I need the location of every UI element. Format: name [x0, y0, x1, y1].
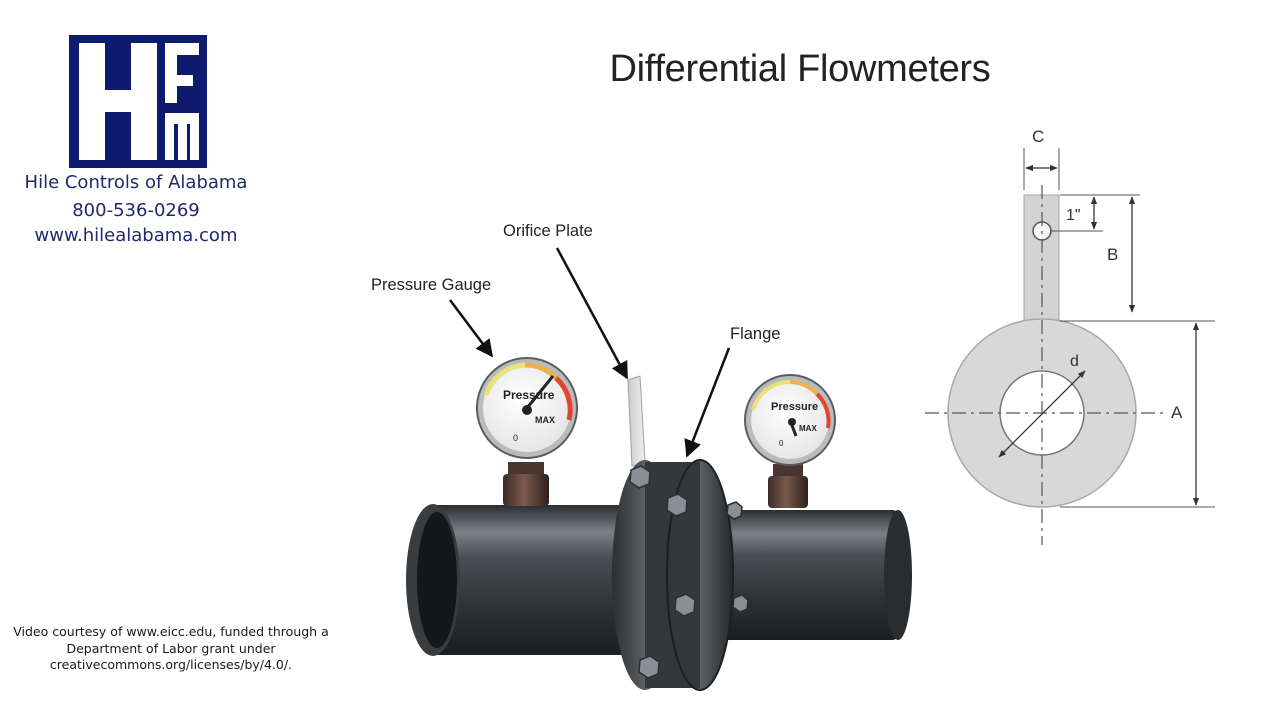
credit-line-2: Department of Labor grant under	[66, 640, 276, 656]
flange	[612, 459, 749, 691]
right-gauge-face-label: Pressure	[771, 401, 818, 413]
pressure-gauge-arrow	[449, 299, 494, 358]
right-gauge-max-label: MAX	[799, 424, 817, 433]
flange-label: Flange	[730, 325, 781, 343]
right-pipe	[720, 510, 912, 640]
dimension-b-label: B	[1107, 245, 1118, 264]
credit-line-1: Video courtesy of www.eicc.edu, funded t…	[13, 624, 329, 639]
orifice-plate-label: Orifice Plate	[503, 222, 593, 240]
pressure-gauge-label: Pressure Gauge	[371, 276, 492, 294]
left-pipe	[406, 504, 630, 656]
dimension-d-label: d	[1070, 353, 1079, 370]
dimension-c-label: C	[1032, 127, 1044, 146]
left-gauge-face-label: Pressure	[503, 388, 555, 402]
left-gauge-max-label: MAX	[535, 415, 555, 425]
right-pressure-gauge	[744, 374, 836, 508]
orifice-plate-arrow	[555, 247, 629, 380]
credit-line-3: creativecommons.org/licenses/by/4.0/.	[49, 657, 293, 672]
company-phone: 800-536-0269	[72, 200, 200, 221]
left-pressure-gauge	[476, 357, 578, 506]
dimension-tab-hole-label: 1"	[1066, 207, 1081, 224]
video-credit: Video courtesy of www.eicc.edu, funded t…	[0, 624, 342, 674]
slide-title: Differential Flowmeters	[609, 48, 991, 90]
hfm-logo	[69, 35, 207, 168]
company-website[interactable]: www.hilealabama.com	[34, 225, 238, 246]
right-gauge-zero-label: 0	[779, 439, 784, 448]
flange-arrow	[684, 347, 731, 458]
dimension-a-label: A	[1171, 403, 1183, 422]
left-gauge-zero-label: 0	[513, 433, 518, 443]
orifice-plate-drawing	[925, 148, 1215, 545]
orifice-plate-tab	[627, 375, 646, 467]
company-name: Hile Controls of Alabama	[24, 172, 248, 193]
